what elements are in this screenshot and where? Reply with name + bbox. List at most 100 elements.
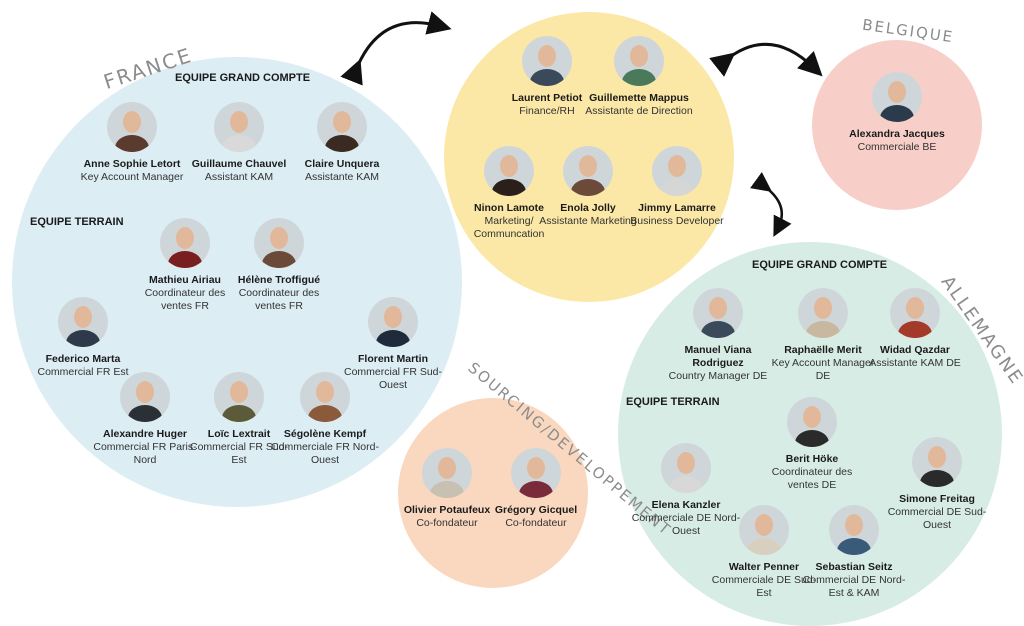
- person-name: Mathieu Airiau: [149, 274, 221, 286]
- person-card: Raphaëlle Merit Key Account Manager DE: [768, 288, 878, 383]
- allemagne-terrain-label: EQUIPE TERRAIN: [626, 396, 720, 408]
- person-name: Claire Unquera: [304, 158, 380, 170]
- person-role: Country Manager DE: [668, 370, 768, 382]
- person-name: Alexandra Jacques: [849, 128, 945, 140]
- person-role: Commercial FR Sud-Est: [189, 441, 289, 466]
- avatar: [368, 297, 418, 347]
- person-role: Key Account Manager: [80, 171, 184, 183]
- avatar: [120, 372, 170, 422]
- person-name: Laurent Petiot: [511, 92, 583, 104]
- person-name: Guillemette Mappus: [589, 92, 689, 104]
- avatar: [614, 36, 664, 86]
- person-card: Berit Höke Coordinateur des ventes DE: [757, 397, 867, 492]
- person-card: Widad Qazdar Assistante KAM DE: [860, 288, 970, 370]
- person-name: Sebastian Seitz: [815, 561, 893, 573]
- person-role: Commerciale DE Nord-Ouest: [631, 512, 741, 537]
- avatar: [422, 448, 472, 498]
- avatar: [912, 437, 962, 487]
- france-terrain-label: EQUIPE TERRAIN: [30, 216, 124, 228]
- avatar: [214, 372, 264, 422]
- person-card: Jimmy Lamarre Business Developer: [622, 146, 732, 228]
- person-name: Elena Kanzler: [651, 499, 721, 511]
- avatar: [58, 297, 108, 347]
- avatar: [511, 448, 561, 498]
- avatar: [739, 505, 789, 555]
- person-name: Manuel Viana Rodriguez: [684, 344, 752, 369]
- person-role: Coordinateur des ventes FR: [238, 287, 320, 312]
- person-role: Marketing/ Communcation: [473, 215, 545, 240]
- person-name: Walter Penner: [728, 561, 800, 573]
- person-card: Mathieu Airiau Coordinateur des ventes F…: [130, 218, 240, 313]
- person-card: Grégory Gicquel Co-fondateur: [481, 448, 591, 530]
- person-card: Laurent Petiot Finance/RH: [492, 36, 602, 118]
- arrow-hq-belgique: [709, 42, 823, 77]
- person-name: Ninon Lamote: [474, 202, 544, 214]
- sourcing-region: [398, 398, 588, 588]
- person-name: Berit Höke: [785, 453, 839, 465]
- person-role: Finance/RH: [519, 105, 575, 117]
- avatar: [317, 102, 367, 152]
- person-role: Commerciale FR Nord-Ouest: [271, 441, 379, 466]
- person-role: Coordinateur des ventes FR: [144, 287, 226, 312]
- person-card: Manuel Viana Rodriguez Country Manager D…: [658, 288, 778, 383]
- person-role: Assistant KAM: [204, 171, 274, 183]
- person-card: Federico Marta Commercial FR Est: [28, 297, 138, 379]
- person-card: Hélène Troffigué Coordinateur des ventes…: [224, 218, 334, 313]
- person-card: Enola Jolly Assistante Marketing: [533, 146, 643, 228]
- person-name: Jimmy Lamarre: [638, 202, 716, 214]
- arrow-france-hq: [340, 11, 452, 86]
- person-role: Key Account Manager DE: [771, 357, 875, 382]
- avatar: [652, 146, 702, 196]
- arrow-hq-allemagne: [750, 172, 792, 237]
- person-card: Elena Kanzler Commerciale DE Nord-Ouest: [631, 443, 741, 538]
- person-role: Commercial DE Nord-Est & KAM: [802, 574, 906, 599]
- person-card: Walter Penner Commerciale DE Sud-Est: [709, 505, 819, 600]
- allemagne-grand-compte-label: EQUIPE GRAND COMPTE: [752, 259, 888, 271]
- person-role: Co-fondateur: [505, 517, 567, 529]
- avatar: [214, 102, 264, 152]
- person-name: Alexandre Huger: [102, 428, 188, 440]
- person-name: Olivier Potaufeux: [403, 504, 491, 516]
- person-role: Commercial FR Sud-Ouest: [343, 366, 443, 391]
- person-role: Commercial DE Sud-Ouest: [887, 506, 987, 531]
- avatar: [693, 288, 743, 338]
- avatar: [787, 397, 837, 447]
- person-card: Alexandra Jacques Commerciale BE: [842, 72, 952, 154]
- avatar: [798, 288, 848, 338]
- avatar: [254, 218, 304, 268]
- avatar: [522, 36, 572, 86]
- avatar: [300, 372, 350, 422]
- person-name: Florent Martin: [358, 353, 428, 365]
- avatar: [890, 288, 940, 338]
- person-role: Assistante de Direction: [585, 105, 693, 117]
- person-card: Ninon Lamote Marketing/ Communcation: [454, 146, 564, 241]
- person-role: Commercial FR Est: [37, 366, 129, 378]
- person-card: Alexandre Huger Commercial FR Paris-Nord: [90, 372, 200, 467]
- person-card: Ségolène Kempf Commerciale FR Nord-Ouest: [270, 372, 380, 467]
- person-name: Ségolène Kempf: [283, 428, 367, 440]
- person-role: Commerciale BE: [857, 141, 937, 153]
- person-role: Assistante KAM: [304, 171, 380, 183]
- person-name: Guillaume Chauvel: [191, 158, 287, 170]
- avatar: [484, 146, 534, 196]
- person-name: Federico Marta: [45, 353, 121, 365]
- person-name: Simone Freitag: [899, 493, 975, 505]
- avatar: [661, 443, 711, 493]
- person-name: Loïc Lextrait: [207, 428, 271, 440]
- person-role: Commercial FR Paris-Nord: [93, 441, 197, 466]
- avatar: [563, 146, 613, 196]
- person-name: Enola Jolly: [560, 202, 616, 214]
- person-role: Commerciale DE Sud-Est: [711, 574, 817, 599]
- person-card: Olivier Potaufeux Co-fondateur: [392, 448, 502, 530]
- person-card: Anne Sophie Letort Key Account Manager: [77, 102, 187, 184]
- person-card: Sebastian Seitz Commercial DE Nord-Est &…: [799, 505, 909, 600]
- person-name: Widad Qazdar: [880, 344, 950, 356]
- person-role: Assistante KAM DE: [869, 357, 961, 369]
- person-card: Guillaume Chauvel Assistant KAM: [184, 102, 294, 184]
- person-role: Business Developer: [630, 215, 724, 227]
- avatar: [872, 72, 922, 122]
- person-role: Co-fondateur: [416, 517, 478, 529]
- avatar: [107, 102, 157, 152]
- person-name: Hélène Troffigué: [237, 274, 321, 286]
